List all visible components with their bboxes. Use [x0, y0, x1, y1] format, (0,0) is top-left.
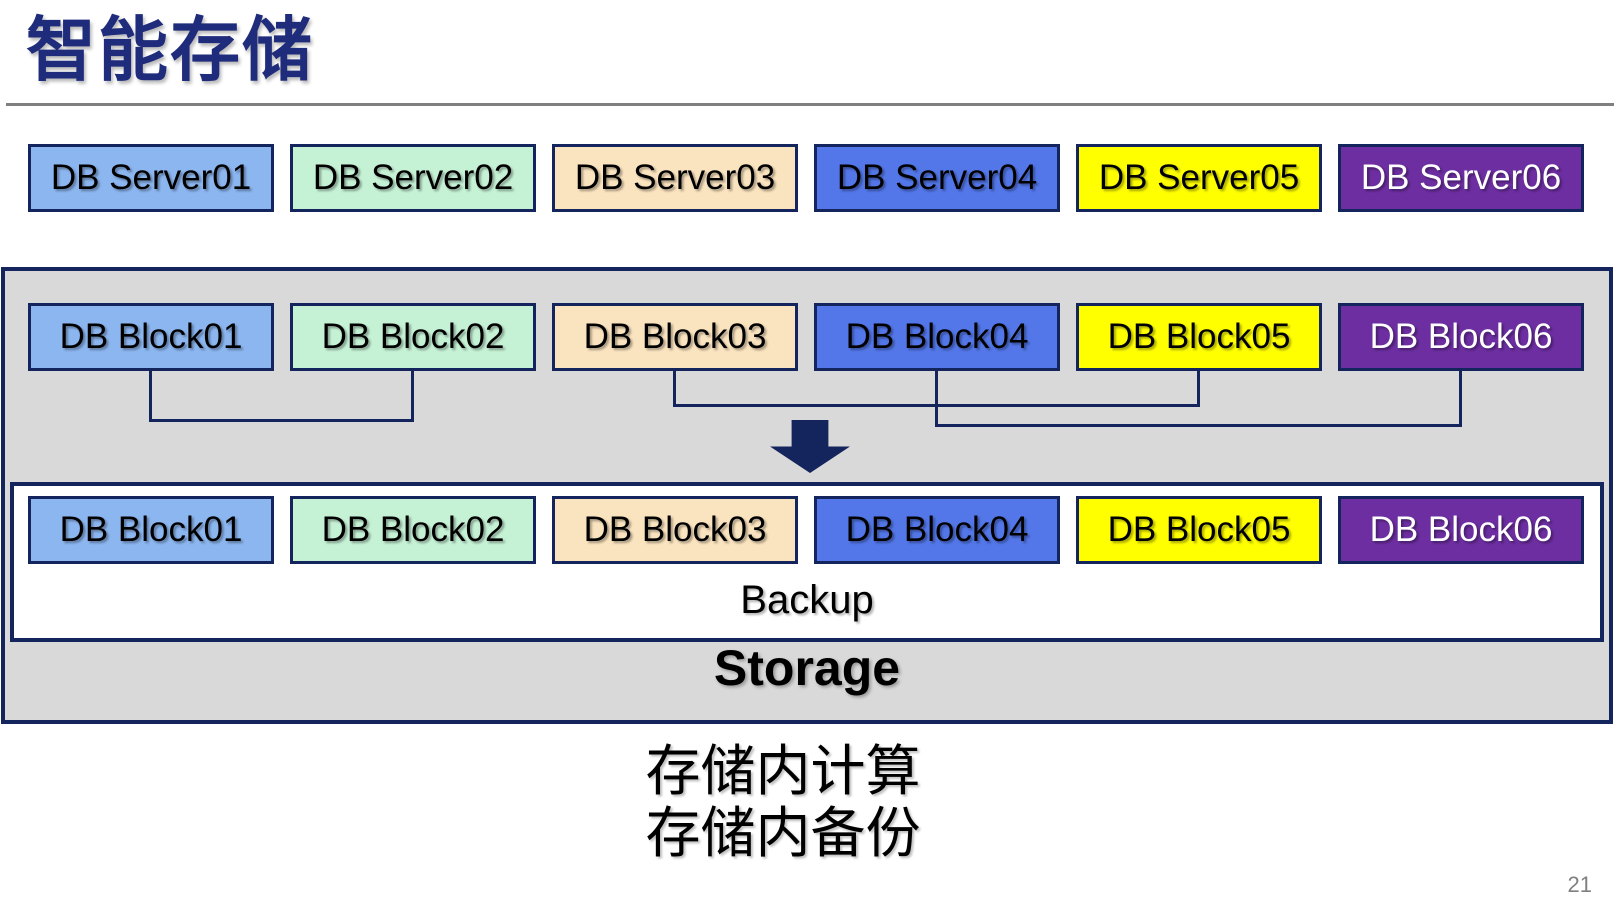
db-server-box-5: DB Server05 [1076, 144, 1322, 212]
connector-line [1197, 371, 1200, 407]
connector-line [149, 371, 152, 422]
connector-line [935, 424, 1462, 427]
db-block-bak-6: DB Block06 [1338, 496, 1584, 564]
db-block-bak-1: DB Block01 [28, 496, 274, 564]
db-block-src-2: DB Block02 [290, 303, 536, 371]
backup-container: DB Block01 DB Block02 DB Block03 DB Bloc… [10, 482, 1604, 642]
db-block-src-6: DB Block06 [1338, 303, 1584, 371]
caption-line-1: 存储内计算 [645, 740, 921, 802]
page-number: 21 [1567, 872, 1592, 897]
db-block-src-1: DB Block01 [28, 303, 274, 371]
backup-label: Backup [740, 578, 874, 622]
connector-line [935, 371, 938, 427]
page-title: 智能存储 [26, 11, 314, 89]
db-block-src-3: DB Block03 [552, 303, 798, 371]
db-server-row: DB Server01 DB Server02 DB Server03 DB S… [28, 144, 1584, 212]
db-block-bak-2: DB Block02 [290, 496, 536, 564]
db-block-bak-4: DB Block04 [814, 496, 1060, 564]
connector-line [149, 419, 414, 422]
storage-label: Storage [713, 640, 901, 696]
db-block-src-5: DB Block05 [1076, 303, 1322, 371]
db-block-backup-row: DB Block01 DB Block02 DB Block03 DB Bloc… [28, 496, 1584, 564]
db-server-box-3: DB Server03 [552, 144, 798, 212]
connector-line [411, 371, 414, 422]
db-block-source-row: DB Block01 DB Block02 DB Block03 DB Bloc… [28, 303, 1584, 371]
caption: 存储内计算 存储内备份 [0, 740, 1566, 864]
db-block-src-4: DB Block04 [814, 303, 1060, 371]
db-block-bak-3: DB Block03 [552, 496, 798, 564]
down-arrow-icon [770, 420, 850, 473]
db-server-box-1: DB Server01 [28, 144, 274, 212]
db-block-bak-5: DB Block05 [1076, 496, 1322, 564]
connector-line [1459, 371, 1462, 427]
connector-line [673, 371, 676, 407]
title-divider [6, 103, 1614, 106]
db-server-box-2: DB Server02 [290, 144, 536, 212]
db-server-box-4: DB Server04 [814, 144, 1060, 212]
storage-container: DB Block01 DB Block02 DB Block03 DB Bloc… [1, 267, 1613, 724]
db-server-box-6: DB Server06 [1338, 144, 1584, 212]
caption-line-2: 存储内备份 [645, 802, 921, 864]
